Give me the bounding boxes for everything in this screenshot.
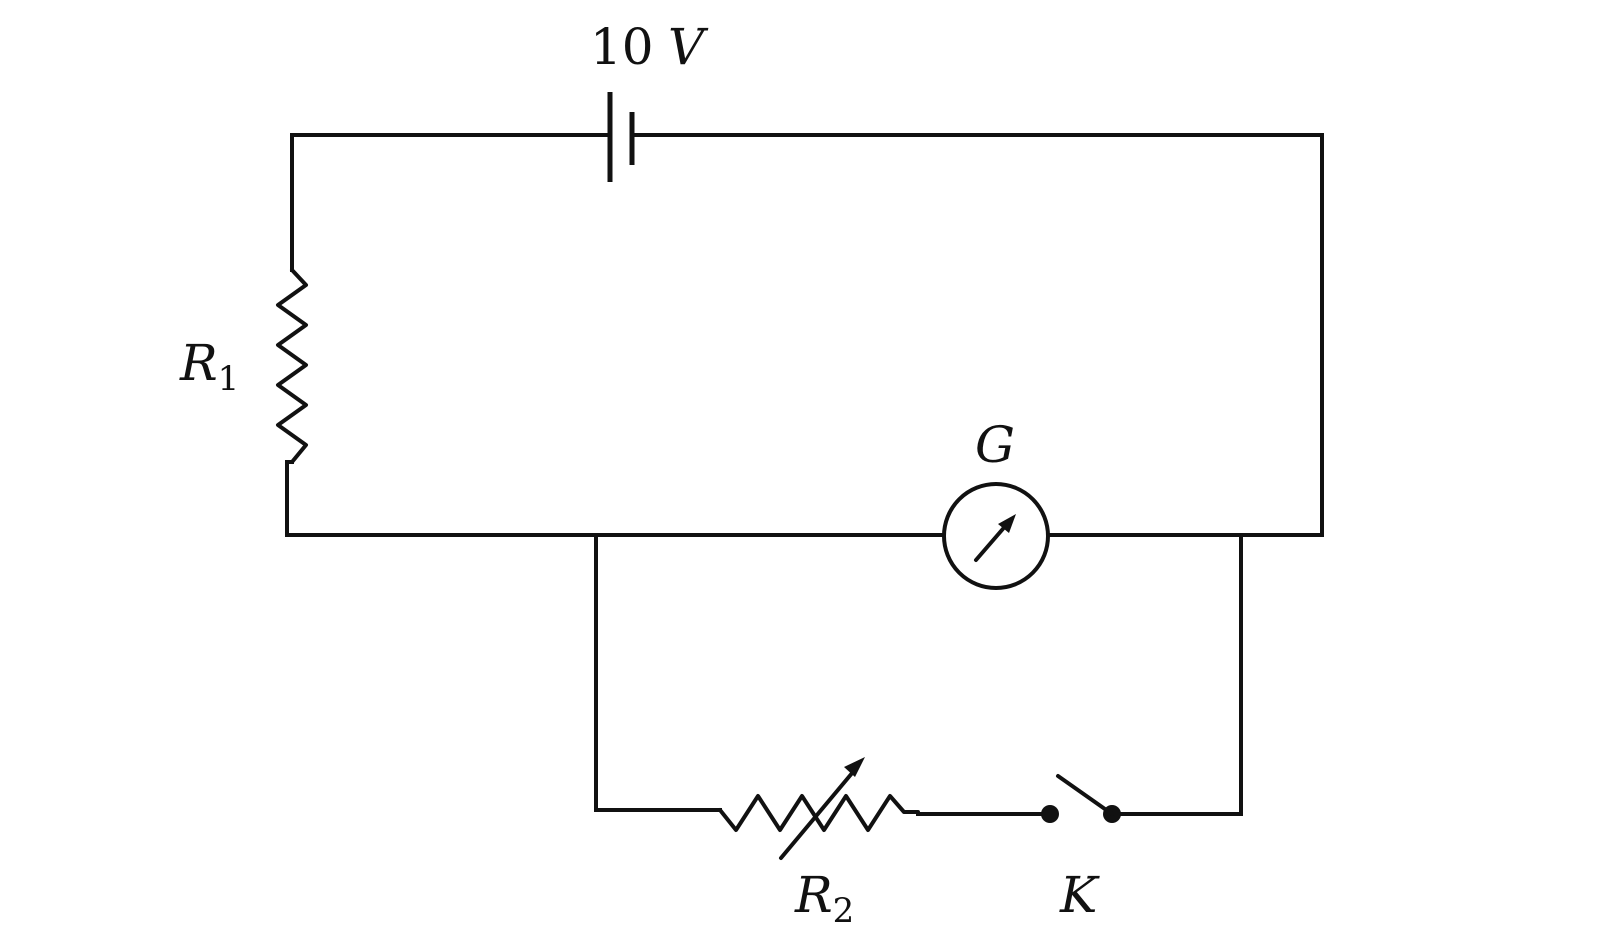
- galvanometer-needle-arrow-icon: [998, 514, 1016, 533]
- resistor-r2-symbol: R: [794, 866, 833, 924]
- variable-resistor-r2: [718, 794, 920, 832]
- switch-left-terminal: [1041, 805, 1059, 823]
- galvanometer-circle: [942, 482, 1050, 590]
- galvanometer-label: G: [975, 416, 1015, 474]
- resistor-r2-label: R2: [794, 866, 854, 931]
- galvanometer-needle: [974, 521, 1010, 562]
- resistor-r1-label: R1: [179, 334, 239, 399]
- battery: [607, 92, 635, 182]
- switch-k: [1041, 774, 1121, 823]
- variable-resistor-arrow-line: [779, 764, 860, 860]
- wire-shunt-left: [594, 533, 722, 812]
- wire-shunt-right: [1110, 533, 1243, 816]
- resistor-r1: [276, 268, 308, 464]
- variable-resistor-arrow-icon: [844, 757, 865, 777]
- switch-lever: [1056, 774, 1114, 816]
- wire-left-lower: [285, 460, 294, 537]
- resistor-r2-subscript: 2: [833, 891, 855, 931]
- battery-voltage-unit: V: [668, 18, 709, 76]
- battery-voltage-number: 10: [590, 18, 654, 76]
- switch-label: K: [1059, 866, 1100, 924]
- resistor-r1-subscript: 1: [218, 359, 240, 399]
- resistor-r1-symbol: R: [179, 334, 218, 392]
- galvanometer: [942, 482, 1050, 590]
